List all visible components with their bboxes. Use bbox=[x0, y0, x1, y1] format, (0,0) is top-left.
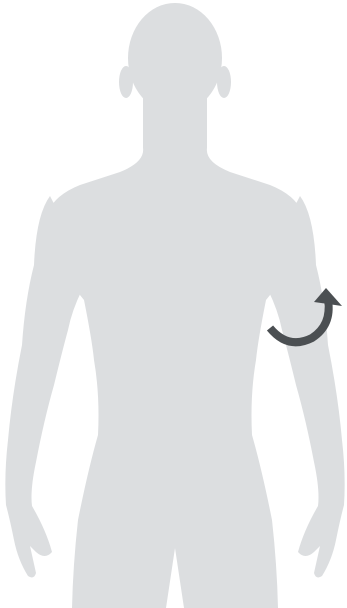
right-arm bbox=[266, 196, 345, 577]
left-arm bbox=[5, 196, 84, 577]
right-ear bbox=[217, 66, 231, 98]
torso bbox=[48, 95, 302, 608]
body-silhouette bbox=[5, 3, 344, 608]
left-ear bbox=[119, 66, 133, 98]
